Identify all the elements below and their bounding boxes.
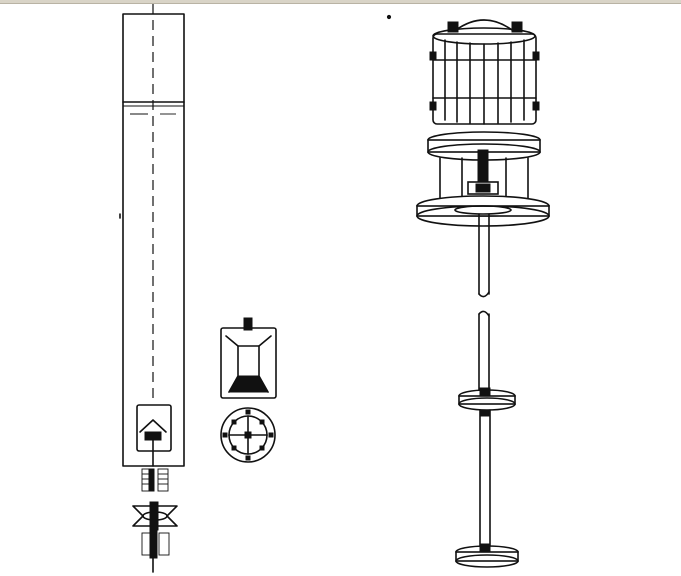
impeller-top-view <box>220 407 276 463</box>
tube-with-impeller-icon <box>119 4 185 573</box>
tube-body <box>122 13 185 467</box>
stray-dot <box>386 14 392 20</box>
window-frame-edge <box>0 0 681 4</box>
impeller-detail-icon <box>220 317 277 463</box>
paddle-disc-lower <box>455 543 519 568</box>
mounting-plate <box>416 195 550 227</box>
stirrer-shaft-lower <box>479 409 491 547</box>
stirrer-shaft-upper <box>478 213 490 298</box>
drive-pulley <box>132 501 178 531</box>
motor-stirrer-icon <box>416 19 550 568</box>
motor-housing <box>429 19 540 125</box>
impeller-side-view <box>220 317 277 399</box>
paddle-disc-upper <box>458 387 516 411</box>
coupling-cage <box>439 149 529 201</box>
tube-impeller <box>136 404 172 467</box>
tube-bearing <box>141 468 169 492</box>
lower-shaft <box>141 529 170 573</box>
stirrer-shaft-middle <box>478 310 490 393</box>
